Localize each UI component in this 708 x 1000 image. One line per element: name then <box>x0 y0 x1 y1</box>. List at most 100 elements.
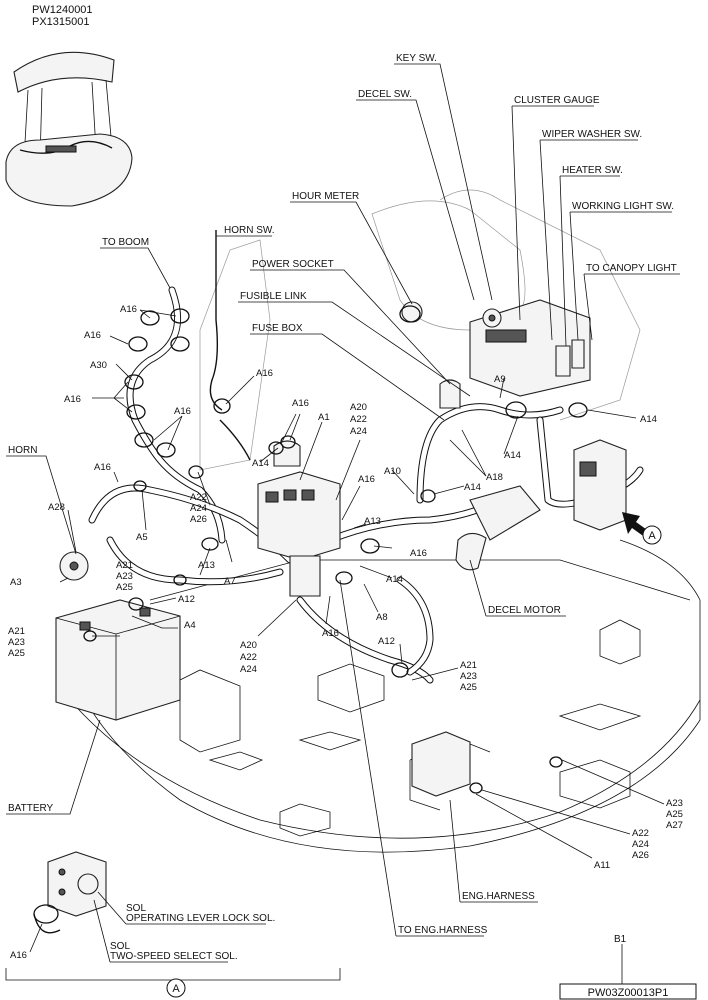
label-to-boom: TO BOOM <box>102 237 149 248</box>
callout-a24: A24 <box>190 503 207 514</box>
leader-line <box>131 615 178 629</box>
callout-a16: A16 <box>84 330 101 341</box>
component-labels: KEY SW. DECEL SW. CLUSTER GAUGE WIPER WA… <box>8 53 677 962</box>
decel-motor-assembly <box>455 485 541 571</box>
callout-a16: A16 <box>120 304 137 315</box>
harness-core <box>397 577 433 675</box>
callout-a14: A14 <box>252 458 269 469</box>
callout-a22: A22 <box>190 492 207 503</box>
leader-line <box>67 509 77 553</box>
leader-line <box>449 799 538 903</box>
harness-clamp-ring <box>128 597 144 611</box>
frame-plate-bottom <box>279 803 331 837</box>
callout-a25: A25 <box>116 582 133 593</box>
callout-a13: A13 <box>198 560 215 571</box>
view-a-marker-bottom-label: A <box>172 983 180 995</box>
harness-clamp-ring <box>360 538 380 554</box>
canopy-roof <box>13 51 115 93</box>
callout-a7: A7 <box>224 576 236 587</box>
fuse-box-assembly <box>257 440 341 597</box>
part-callouts: A16 A16 A30 A16 A16 A16 A16 A1 A20 A22 A… <box>8 304 683 961</box>
harness-clamp-ring <box>188 465 204 479</box>
leader-line <box>199 547 211 576</box>
callout-a9: A9 <box>494 374 506 385</box>
leader-line <box>499 377 505 399</box>
relay-block <box>289 555 321 597</box>
model-code-1: PW1240001 <box>32 4 93 16</box>
callout-a24: A24 <box>240 664 257 675</box>
callout-a3: A3 <box>10 577 22 588</box>
leader-line <box>115 363 133 381</box>
label-fusible-link: FUSIBLE LINK <box>240 291 307 302</box>
callout-a16: A16 <box>358 474 375 485</box>
leader-line <box>153 415 183 451</box>
eng-harness-block <box>411 731 471 797</box>
view-a-detail <box>5 851 341 981</box>
leader-line <box>341 485 361 521</box>
view-a-bracket-line <box>5 968 341 981</box>
callout-a5: A5 <box>136 532 148 543</box>
callout-a8: A8 <box>376 612 388 623</box>
leader-line <box>399 643 403 665</box>
harness-core <box>127 287 225 543</box>
cluster-display <box>485 329 527 343</box>
harness-clamp-ring <box>170 336 190 352</box>
label-horn-sw: HORN SW. <box>224 225 275 236</box>
harness-clamp-ring <box>134 432 154 448</box>
leader-line <box>97 891 266 925</box>
harness-clamp-ring <box>124 374 144 390</box>
diagram-detail <box>33 913 61 934</box>
callout-a25: A25 <box>460 682 477 693</box>
harness-clamp-ring <box>133 480 147 492</box>
diagram-detail <box>55 615 181 720</box>
solenoid-valve-block <box>47 851 107 917</box>
callout-a24: A24 <box>632 839 649 850</box>
callout-a16: A16 <box>64 394 81 405</box>
machine-thumbnail: PW1240001 PX1315001 <box>5 4 133 207</box>
leader-line <box>281 413 301 443</box>
harness-clamp-ring <box>201 537 219 551</box>
diagram-detail <box>488 314 496 322</box>
callout-a16: A16 <box>292 398 309 409</box>
callout-a12: A12 <box>378 636 395 647</box>
hour-meter-body <box>401 301 423 323</box>
leader-line <box>141 489 147 531</box>
leader-line <box>113 381 133 413</box>
leader-line <box>559 175 620 347</box>
label-wiper-washer-sw: WIPER WASHER SW. <box>542 129 642 140</box>
leader-line <box>225 375 255 405</box>
harness-core <box>107 537 283 585</box>
callout-a20: A20 <box>350 402 367 413</box>
leader-line <box>257 599 297 637</box>
leader-line <box>225 539 233 563</box>
leader-line <box>394 63 493 301</box>
harness-clamp-ring <box>399 305 421 323</box>
frame-bracket-left <box>179 669 241 753</box>
label-power-socket: POWER SOCKET <box>252 259 334 270</box>
leader-line <box>449 429 487 477</box>
leader-line <box>511 105 594 321</box>
frame-plate-right <box>559 759 631 809</box>
callout-a12: A12 <box>178 594 195 605</box>
leader-line <box>433 485 465 495</box>
diagram-detail <box>69 561 79 571</box>
harness-clamp-ring <box>213 398 231 414</box>
leader-line <box>113 471 119 483</box>
leader-line <box>325 595 331 625</box>
leader-line <box>391 469 415 495</box>
harness-clamp-ring <box>126 404 146 420</box>
leader-line <box>259 447 279 463</box>
callout-a14: A14 <box>386 574 403 585</box>
leader-line <box>238 301 471 397</box>
thumbnail-harness-highlight <box>45 145 77 153</box>
callout-a10: A10 <box>384 466 401 477</box>
leader-line <box>339 579 484 937</box>
harness-clamp-ring <box>420 489 436 503</box>
harness-core <box>417 404 563 503</box>
canopy-posts <box>23 79 113 163</box>
harness-clamp-ring <box>568 402 588 418</box>
harness-clamp-ring <box>140 310 160 326</box>
callout-a25: A25 <box>8 648 25 659</box>
leader-line <box>59 577 69 583</box>
